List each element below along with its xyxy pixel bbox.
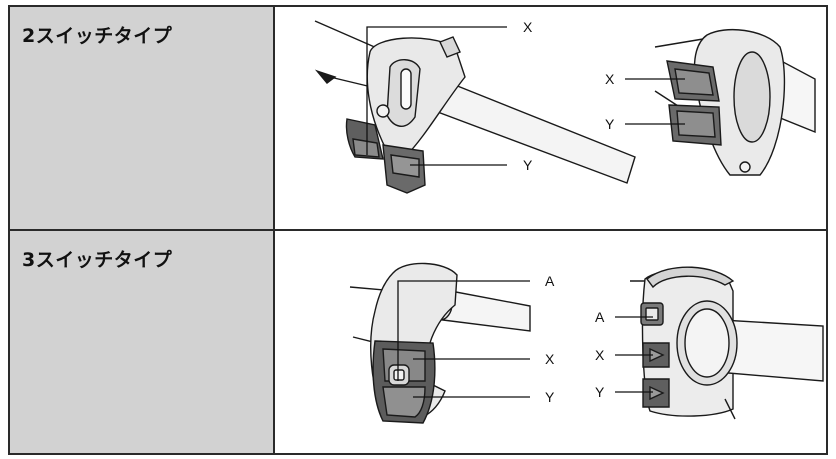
three-switch-illustration: A X Y [349,262,824,424]
callout-y-left: Y [545,389,555,405]
callout-y-right: Y [595,384,605,400]
switch-type-table: 2スイッチタイプ [8,5,828,455]
column-divider [273,7,275,229]
callout-x-right: X [595,347,605,363]
row-divider [10,229,826,231]
right-switch-unit-drawing [630,266,824,420]
callout-a-right: A [595,309,605,325]
label-cell: 2スイッチタイプ [10,7,273,229]
column-divider [273,231,275,453]
row-2-switch-type: 2スイッチタイプ [10,7,826,229]
left-callouts [366,26,507,166]
illustration-cell: X Y [275,7,826,229]
callout-a-left: A [545,273,555,289]
row-3-switch-type: 3スイッチタイプ [10,231,826,453]
right-callouts [615,316,653,393]
two-switch-illustration: X Y [314,19,816,194]
left-switch-unit-drawing [314,20,636,194]
illustration-cell: A X Y [275,231,826,453]
left-switch-unit-drawing [349,262,531,424]
switch-type-label: 3スイッチタイプ [22,249,173,271]
label-cell: 3スイッチタイプ [10,231,273,453]
callout-x-left: X [545,351,555,367]
callout-x-right: X [605,71,615,87]
left-callouts [397,280,530,398]
callout-y-right: Y [605,116,615,132]
callout-x-left: X [523,19,533,35]
right-callouts [625,78,685,125]
right-switch-unit-drawing [654,29,816,176]
switch-type-label: 2スイッチタイプ [22,25,173,47]
callout-y-left: Y [523,157,533,173]
